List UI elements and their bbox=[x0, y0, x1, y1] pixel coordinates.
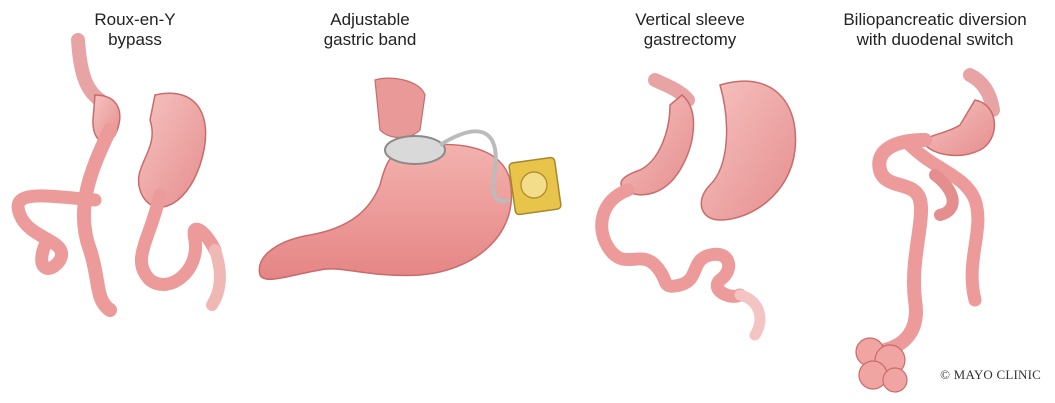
sleeve-illustration bbox=[570, 0, 815, 403]
bypassed-stomach bbox=[139, 93, 206, 207]
panel-roux-en-y: Roux-en-Y bypass bbox=[0, 0, 250, 403]
copyright-notice: © MAYO CLINIC bbox=[940, 367, 1041, 383]
stomach bbox=[259, 144, 511, 279]
biliopancreatic-limb bbox=[141, 195, 215, 284]
panel-duodenal-switch: Biliopancreatic diversion with duodenal … bbox=[815, 0, 1055, 403]
intestine-loop bbox=[935, 175, 953, 215]
sleeve-stomach bbox=[924, 100, 994, 155]
gastric-band bbox=[385, 136, 445, 164]
common-channel bbox=[212, 250, 220, 305]
panel-gastric-band: Adjustable gastric band bbox=[250, 0, 570, 403]
intestine-tail bbox=[740, 295, 760, 335]
esophagus bbox=[78, 40, 100, 100]
gastric-band-illustration bbox=[250, 0, 570, 403]
alimentary-limb bbox=[879, 140, 925, 350]
panel-sleeve: Vertical sleeve gastrectomy bbox=[570, 0, 815, 403]
removed-stomach bbox=[701, 81, 795, 220]
port-septum bbox=[521, 172, 547, 198]
roux-en-y-illustration bbox=[0, 0, 250, 403]
sleeve-stomach bbox=[621, 95, 694, 195]
roux-limb bbox=[84, 130, 110, 310]
duodenal-switch-illustration bbox=[815, 0, 1055, 403]
esophagus bbox=[375, 78, 425, 137]
